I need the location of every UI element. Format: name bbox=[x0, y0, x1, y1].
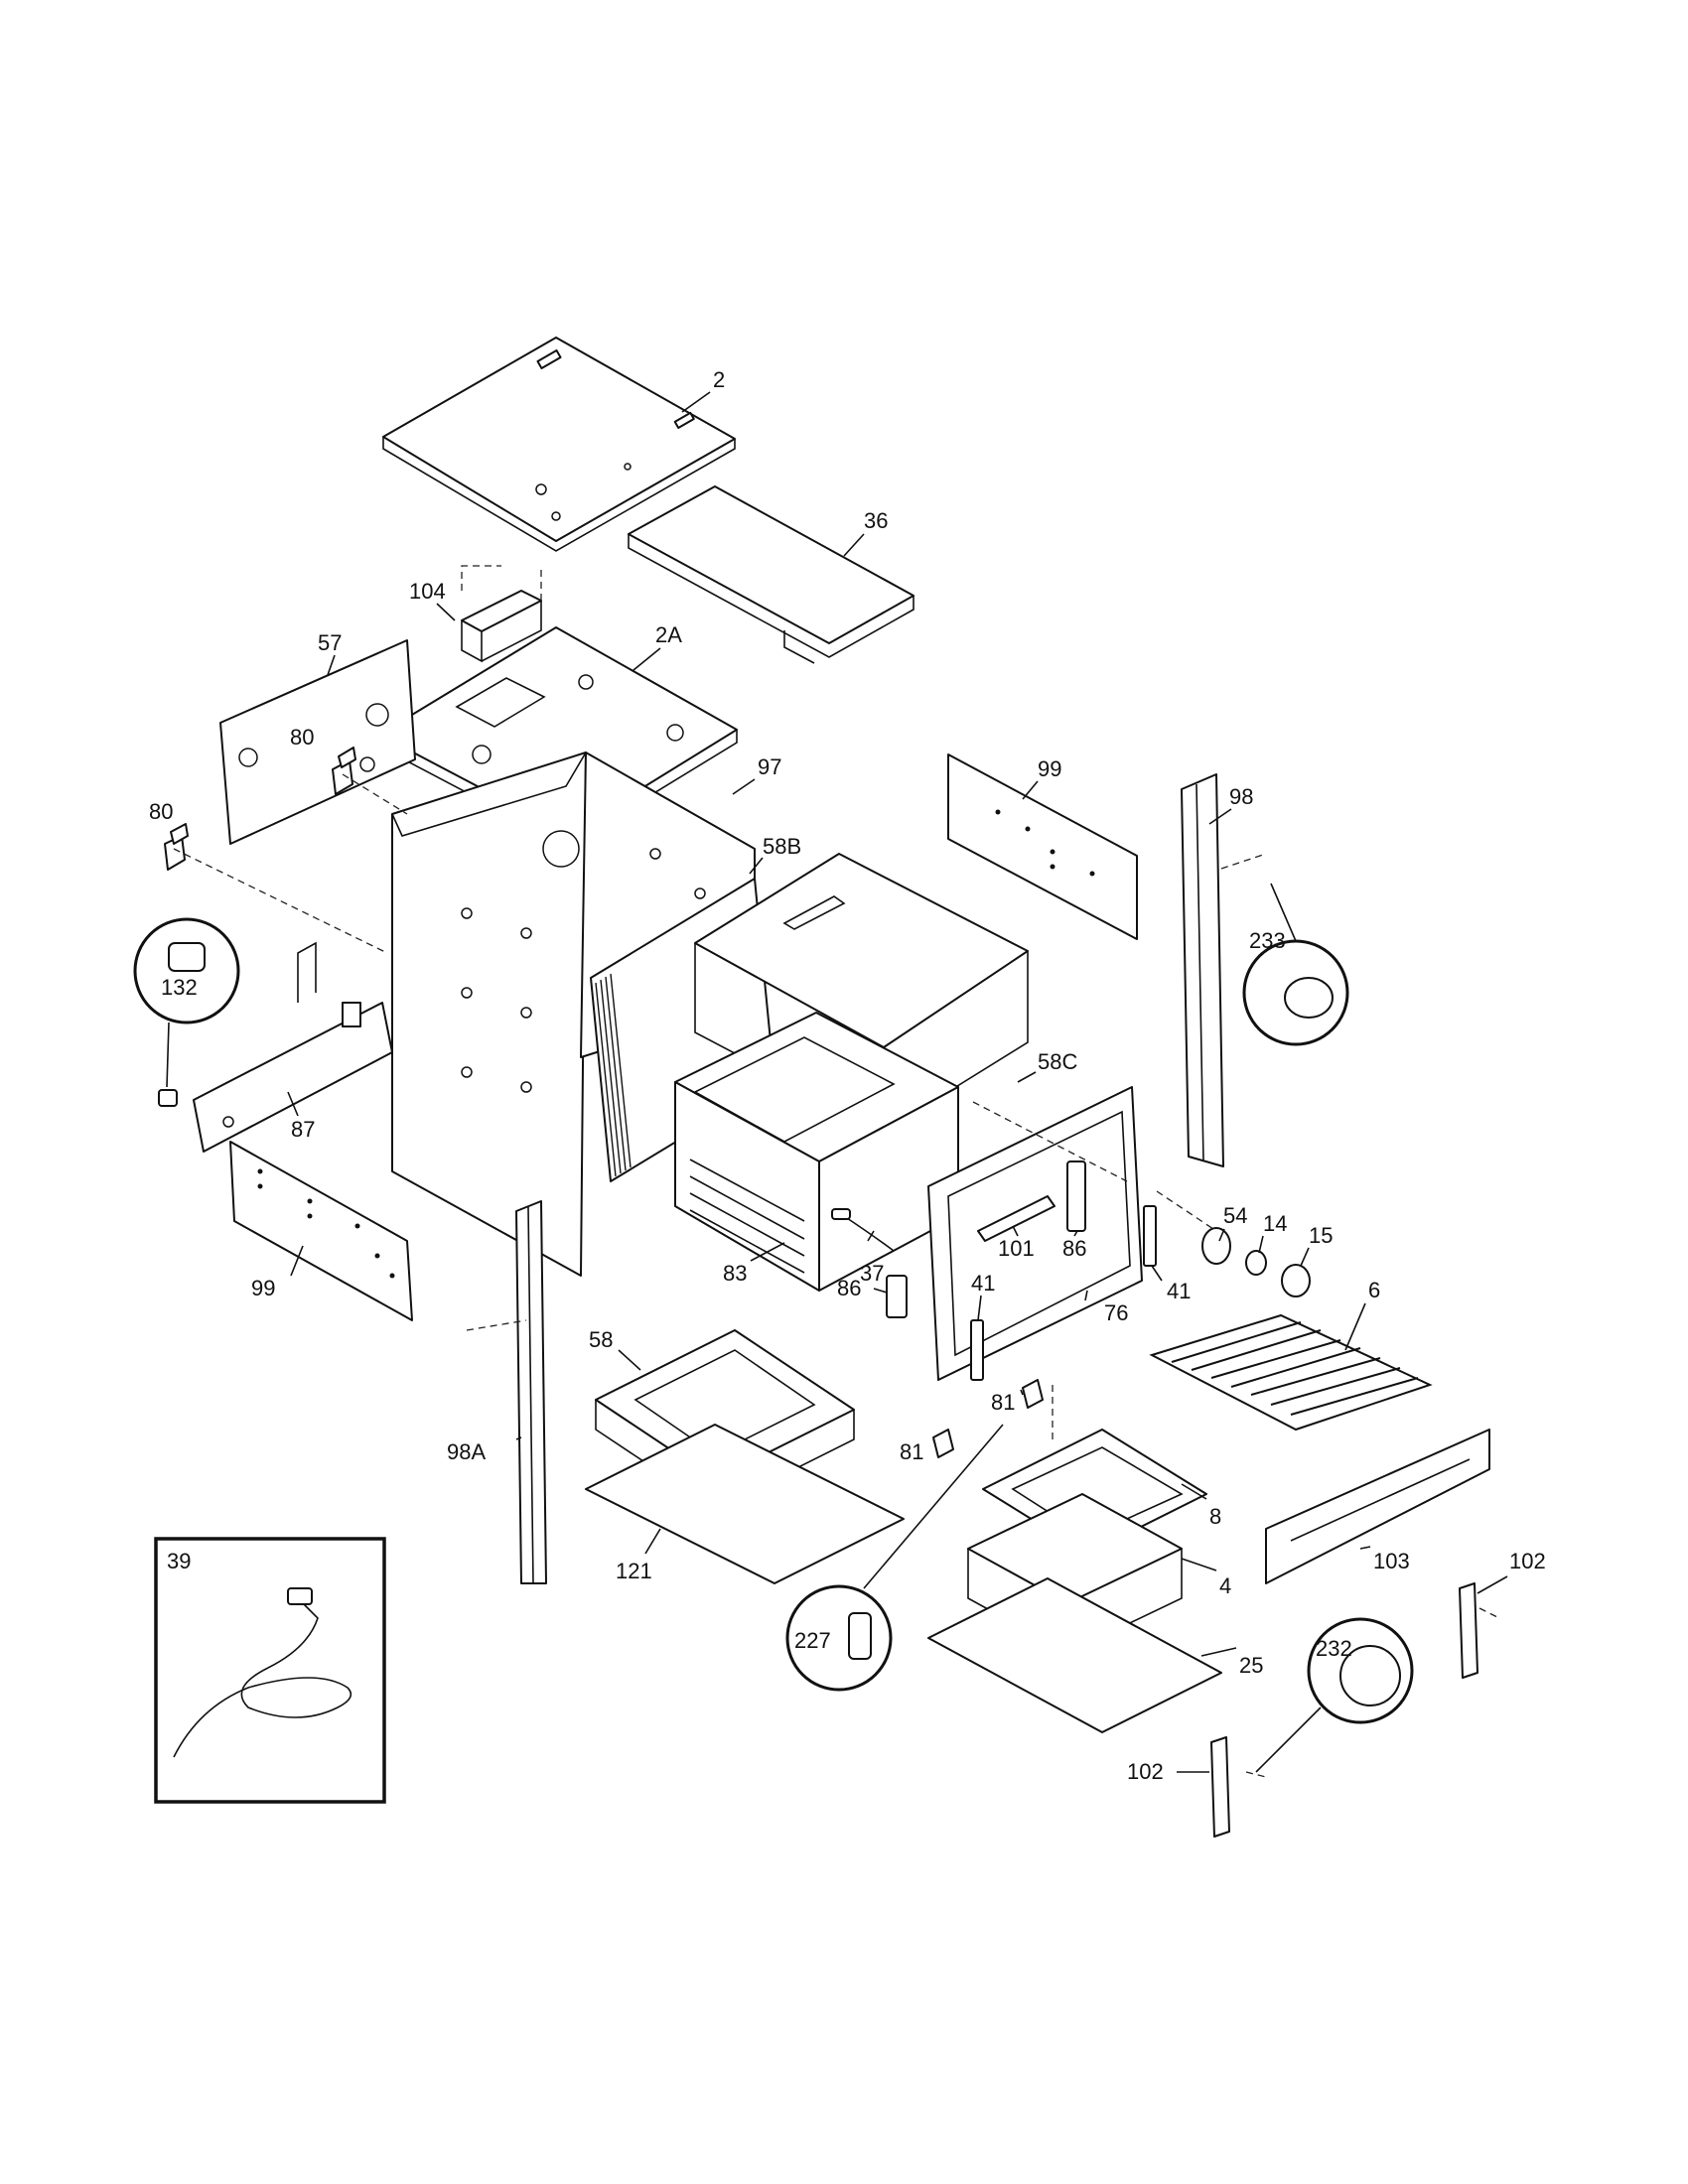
callout-54: 54 bbox=[1223, 1203, 1247, 1228]
callout-121: 121 bbox=[616, 1559, 652, 1583]
callout-80-lower: 80 bbox=[149, 799, 173, 824]
callout-80-upper: 80 bbox=[290, 725, 314, 750]
callout-labels: 2 36 104 2A 57 80 97 99 98 80 58B 233 13… bbox=[149, 367, 1546, 1784]
part-15-bulb bbox=[1281, 1264, 1311, 1297]
part-103-kick-panel bbox=[1265, 1429, 1490, 1584]
assembly-dash-lines bbox=[173, 773, 1500, 1778]
part-80-clip-upper bbox=[332, 747, 356, 795]
part-101-bracket bbox=[977, 1195, 1055, 1242]
callout-99-right: 99 bbox=[1038, 756, 1061, 781]
callout-2: 2 bbox=[713, 367, 725, 392]
callout-58C: 58C bbox=[1038, 1049, 1077, 1074]
callout-2A: 2A bbox=[655, 622, 682, 647]
part-54-light-ring bbox=[1201, 1227, 1231, 1265]
callout-4: 4 bbox=[1219, 1573, 1231, 1598]
callout-41-left: 41 bbox=[971, 1271, 995, 1296]
callout-41-right: 41 bbox=[1167, 1279, 1191, 1303]
part-76-door-frame bbox=[927, 1086, 1143, 1381]
part-81-clip-lower bbox=[932, 1429, 954, 1458]
callout-87: 87 bbox=[291, 1117, 315, 1142]
part-86-hinge-upper bbox=[1066, 1160, 1086, 1232]
detail-circle-132 bbox=[133, 917, 240, 1024]
callout-104: 104 bbox=[409, 579, 446, 604]
part-14-socket bbox=[1245, 1250, 1267, 1276]
part-99-panel-left bbox=[229, 1141, 413, 1321]
part-102-bracket-lower bbox=[1210, 1736, 1230, 1838]
callout-232: 232 bbox=[1316, 1636, 1352, 1661]
callout-98A: 98A bbox=[447, 1439, 486, 1464]
part-104-bracket bbox=[461, 565, 542, 663]
part-98-trim-right bbox=[1181, 773, 1224, 1167]
callout-6: 6 bbox=[1368, 1278, 1380, 1302]
callout-102-upper: 102 bbox=[1509, 1549, 1546, 1573]
callout-98: 98 bbox=[1229, 784, 1253, 809]
callout-39: 39 bbox=[167, 1549, 191, 1573]
callout-14: 14 bbox=[1263, 1211, 1287, 1236]
callout-83: 83 bbox=[723, 1261, 747, 1286]
detail-circle-227 bbox=[785, 1584, 893, 1692]
part-80-clip-lower bbox=[164, 823, 189, 871]
callout-86-upper: 86 bbox=[1062, 1236, 1086, 1261]
part-41-slide-left bbox=[970, 1319, 984, 1381]
part-6-oven-rack bbox=[1149, 1313, 1433, 1432]
callout-36: 36 bbox=[864, 508, 888, 533]
callout-99-left: 99 bbox=[251, 1276, 275, 1300]
callout-58: 58 bbox=[589, 1327, 613, 1352]
callout-227: 227 bbox=[794, 1628, 831, 1653]
detail-circle-233 bbox=[1242, 939, 1349, 1046]
part-132-small-part bbox=[158, 1089, 178, 1107]
part-121-bottom-panel bbox=[585, 1424, 905, 1584]
callout-102-lower: 102 bbox=[1127, 1759, 1164, 1784]
callout-97: 97 bbox=[758, 754, 781, 779]
callout-81-lower: 81 bbox=[900, 1439, 923, 1464]
part-86-hinge-lower bbox=[886, 1275, 908, 1318]
callout-81-upper: 81 bbox=[991, 1390, 1015, 1415]
callout-15: 15 bbox=[1309, 1223, 1333, 1248]
part-2-top-panel bbox=[382, 337, 736, 552]
part-99-panel-right bbox=[947, 753, 1138, 940]
callout-101: 101 bbox=[998, 1236, 1035, 1261]
part-36-cover bbox=[628, 485, 914, 664]
callout-37: 37 bbox=[860, 1261, 884, 1286]
callout-8: 8 bbox=[1209, 1504, 1221, 1529]
callout-103: 103 bbox=[1373, 1549, 1410, 1573]
callout-58B: 58B bbox=[763, 834, 801, 859]
callout-25: 25 bbox=[1239, 1653, 1263, 1678]
part-25-base-panel bbox=[927, 1577, 1222, 1733]
detail-circle-232 bbox=[1307, 1617, 1414, 1724]
callout-57: 57 bbox=[318, 630, 342, 655]
part-41-slide-right bbox=[1143, 1205, 1157, 1267]
part-57-side-panel bbox=[219, 639, 416, 845]
part-39-inset-box bbox=[154, 1537, 386, 1804]
part-102-bracket-upper bbox=[1459, 1582, 1478, 1679]
callout-233: 233 bbox=[1249, 928, 1286, 953]
part-98A-trim-left bbox=[515, 1200, 547, 1584]
callout-86-lower: 86 bbox=[837, 1276, 861, 1300]
leader-lines bbox=[166, 391, 1508, 1773]
callout-132: 132 bbox=[161, 975, 198, 1000]
callout-76: 76 bbox=[1104, 1300, 1128, 1325]
part-81-clip-upper bbox=[1022, 1379, 1044, 1409]
part-87-control-bracket bbox=[193, 941, 393, 1153]
part-83-oven-liner bbox=[674, 1012, 959, 1292]
